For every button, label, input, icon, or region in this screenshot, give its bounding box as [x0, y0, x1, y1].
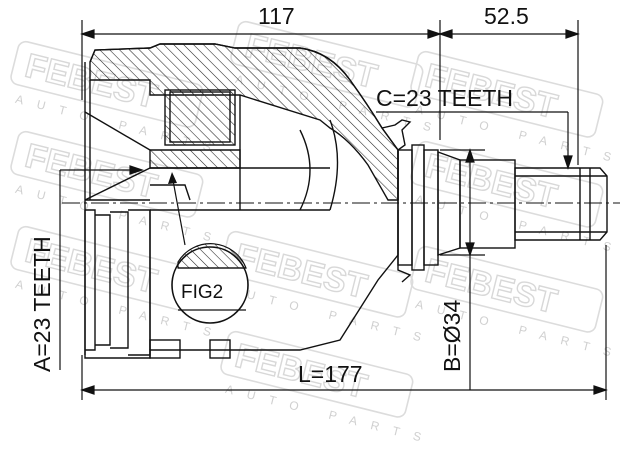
fig2-label: FIG2 [181, 282, 223, 303]
dimension-117: 117 [258, 3, 295, 29]
dimension-52-5: 52.5 [484, 3, 529, 29]
diameter-b-label: B=Ø34 [439, 300, 465, 372]
total-length-dimension [80, 245, 608, 400]
cv-joint-housing [84, 43, 399, 359]
diameter-b-dimension [440, 148, 485, 390]
spline-a-leader [59, 165, 144, 370]
fig2-callout [168, 172, 249, 324]
top-dimension-lines [80, 20, 580, 165]
stub-shaft [381, 119, 608, 283]
spline-c-label: C=23 TEETH [376, 85, 513, 111]
spline-c-leader [376, 111, 573, 170]
total-length-label: L=177 [298, 361, 363, 387]
spline-a-label: A=23 TEETH [29, 236, 55, 372]
